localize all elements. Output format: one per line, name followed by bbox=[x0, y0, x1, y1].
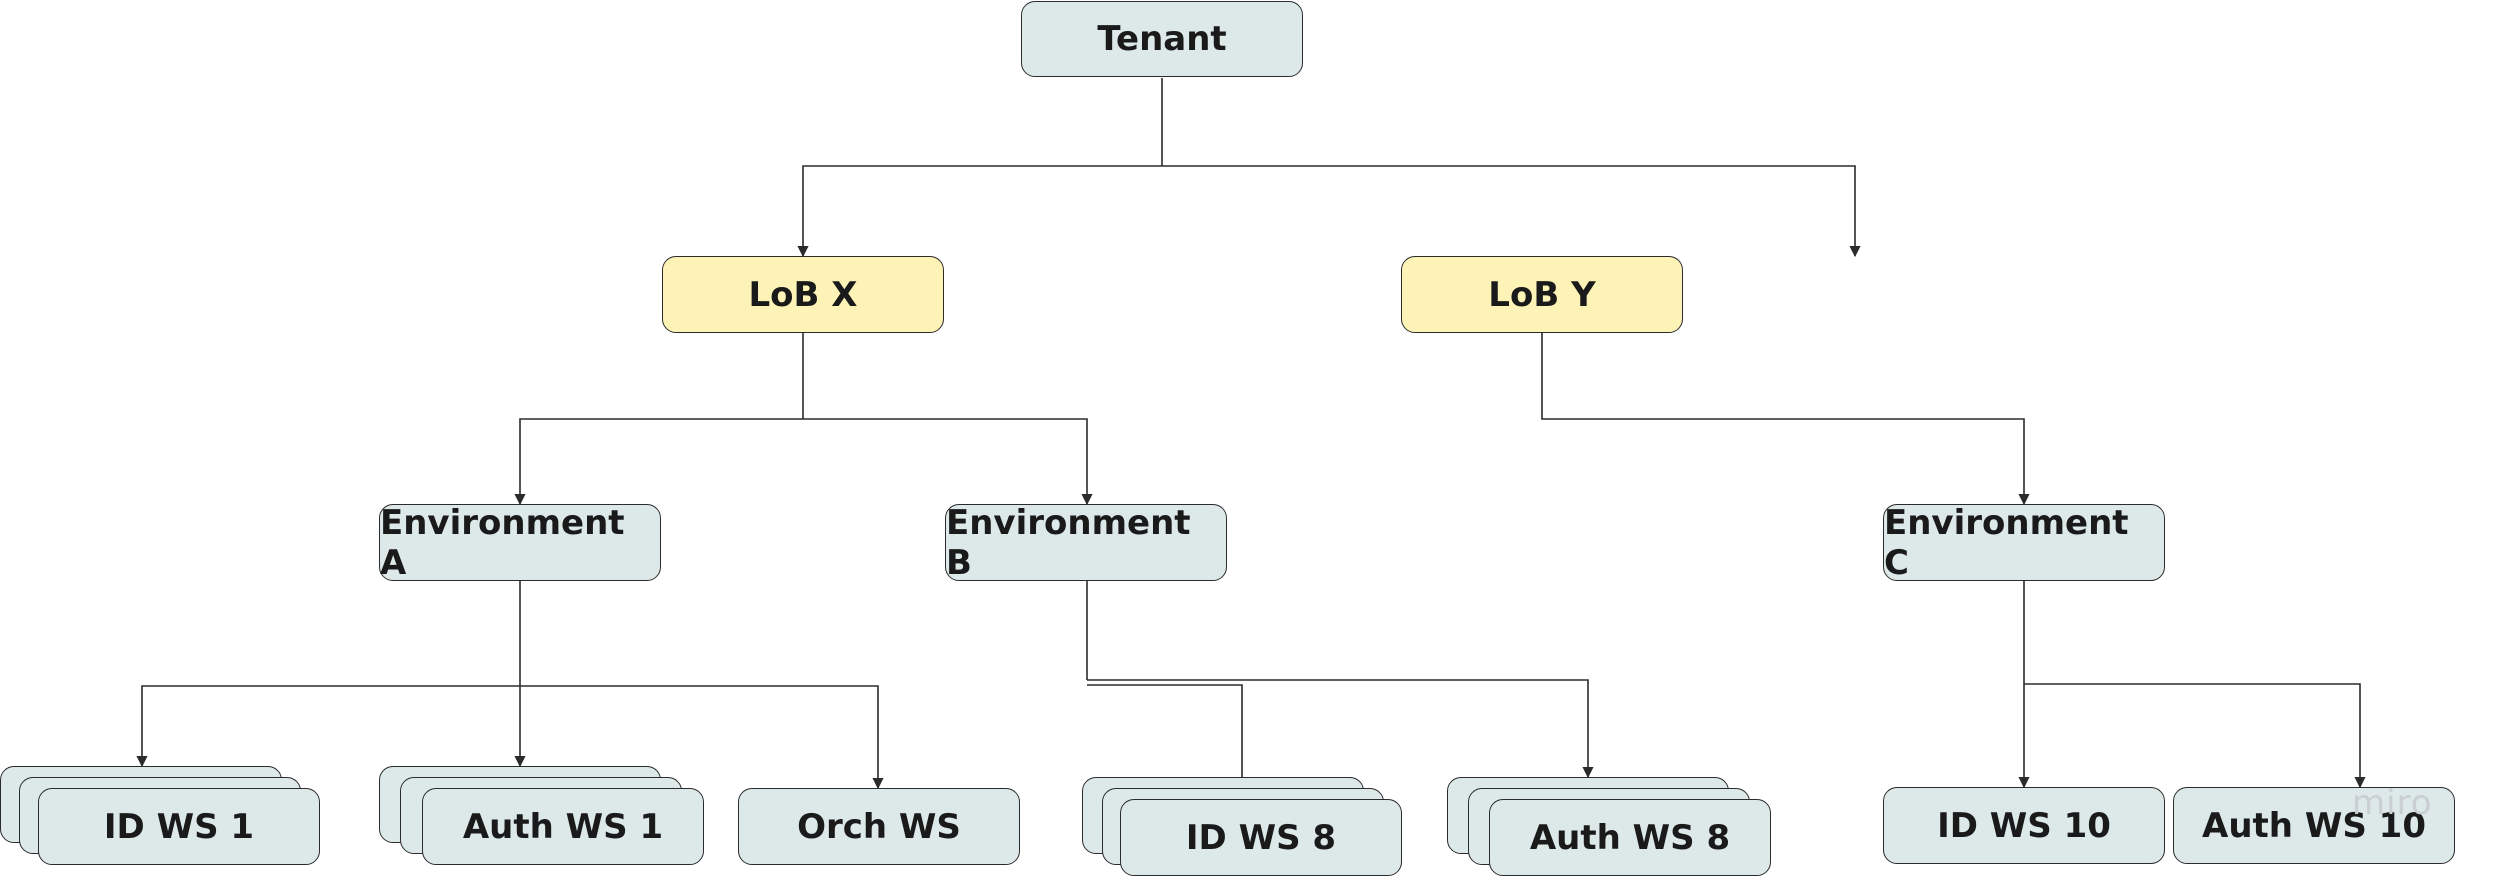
node-id-ws-8[interactable]: ID WS 8 bbox=[1120, 799, 1402, 876]
node-environment-a[interactable]: Environment A bbox=[379, 502, 661, 583]
miro-watermark: miro bbox=[2352, 783, 2433, 823]
node-lob-y[interactable]: LoB Y bbox=[1401, 256, 1683, 333]
node-auth-ws-1-label: Auth WS 1 bbox=[462, 806, 664, 847]
node-auth-ws-8[interactable]: Auth WS 8 bbox=[1489, 799, 1771, 876]
node-auth-ws-1[interactable]: Auth WS 1 bbox=[422, 788, 704, 865]
arrow-env-c-auth-ws-10 bbox=[2024, 683, 2366, 789]
arrow-tenant-lob-y bbox=[1162, 165, 1861, 258]
node-orch-ws[interactable]: Orch WS bbox=[738, 788, 1020, 865]
node-tenant[interactable]: Tenant bbox=[1021, 1, 1303, 77]
node-environment-a-label: Environment A bbox=[380, 502, 625, 583]
arrow-env-a-id-ws-1 bbox=[136, 685, 520, 768]
node-id-ws-8-label: ID WS 8 bbox=[1185, 817, 1337, 858]
node-id-ws-1[interactable]: ID WS 1 bbox=[38, 788, 320, 865]
arrow-env-a-orch-ws bbox=[520, 685, 884, 790]
node-lob-x[interactable]: LoB X bbox=[662, 256, 944, 333]
node-lob-y-label: LoB Y bbox=[1488, 274, 1596, 315]
node-id-ws-1-label: ID WS 1 bbox=[103, 806, 255, 847]
node-environment-c[interactable]: Environment C bbox=[1883, 502, 2165, 583]
arrow-lob-y-env-c bbox=[1541, 333, 2030, 506]
arrow-env-b-auth-ws-8 bbox=[1087, 679, 1594, 779]
arrow-tenant-lob-x bbox=[797, 165, 1162, 258]
node-auth-ws-10[interactable]: Auth WS 10 bbox=[2173, 787, 2455, 864]
node-lob-x-label: LoB X bbox=[748, 274, 858, 315]
node-environment-c-label: Environment C bbox=[1884, 502, 2129, 583]
arrow-env-b-id-ws-8 bbox=[1087, 684, 1248, 790]
node-orch-ws-label: Orch WS bbox=[797, 806, 961, 847]
node-environment-b-label: Environment B bbox=[946, 502, 1191, 583]
node-auth-ws-10-label: Auth WS 10 bbox=[2202, 805, 2426, 846]
node-auth-ws-8-label: Auth WS 8 bbox=[1529, 817, 1731, 858]
node-id-ws-10[interactable]: ID WS 10 bbox=[1883, 787, 2165, 864]
arrow-lob-x-env-b bbox=[803, 418, 1093, 506]
node-tenant-label: Tenant bbox=[1097, 19, 1227, 59]
node-id-ws-10-label: ID WS 10 bbox=[1937, 805, 2111, 846]
arrow-lob-x-env-a bbox=[514, 418, 803, 506]
node-environment-b[interactable]: Environment B bbox=[945, 502, 1227, 583]
